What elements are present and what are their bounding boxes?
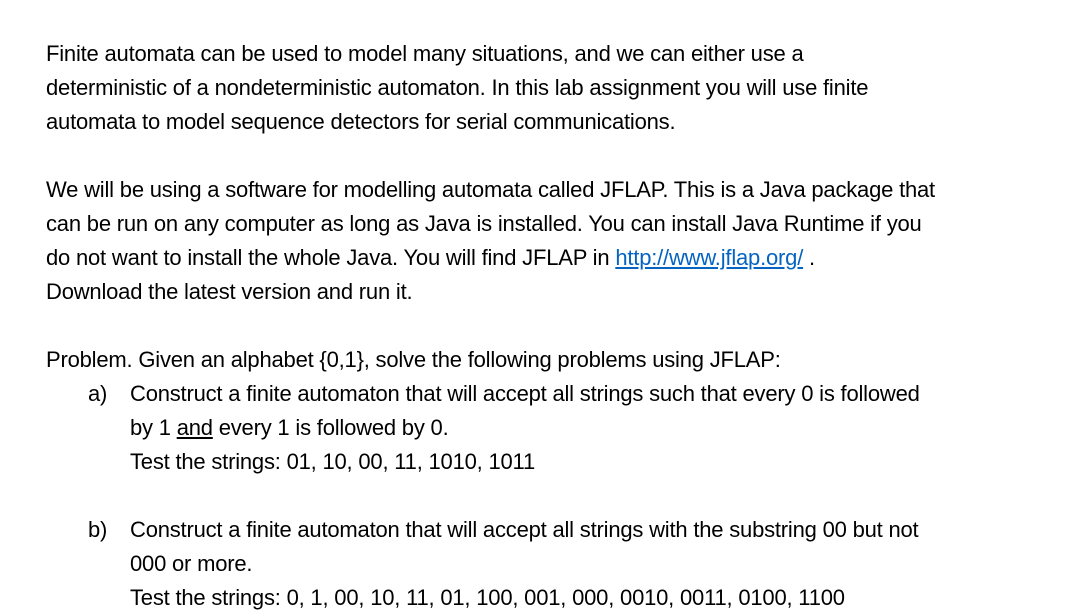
problem-item-a: a) Construct a finite automaton that wil…	[46, 377, 1072, 479]
link-prefix-text: do not want to install the whole Java. Y…	[46, 245, 616, 270]
jflap-website-link[interactable]: http://www.jflap.org/	[615, 245, 804, 270]
paragraph-line: Finite automata can be used to model man…	[46, 41, 804, 66]
item-a-line-with-underline: by 1 and every 1 is followed by 0.	[130, 411, 1072, 445]
paragraph-line: Download the latest version and run it.	[46, 279, 413, 304]
paragraph-line: can be run on any computer as long as Ja…	[46, 211, 922, 236]
item-a-line2-after: every 1 is followed by 0.	[212, 415, 449, 440]
problem-item-b: b) Construct a finite automaton that wil…	[46, 513, 1072, 615]
paragraph-line: We will be using a software for modellin…	[46, 177, 935, 202]
item-a-line: Construct a finite automaton that will a…	[130, 381, 920, 406]
paragraph-line: automata to model sequence detectors for…	[46, 109, 676, 134]
intro-paragraph: Finite automata can be used to model man…	[46, 37, 1072, 139]
paragraph-line: deterministic of a nondeterministic auto…	[46, 75, 869, 100]
jflap-paragraph: We will be using a software for modellin…	[46, 173, 1072, 309]
item-a-body: Construct a finite automaton that will a…	[130, 377, 1072, 479]
problem-section: Problem. Given an alphabet {0,1}, solve …	[46, 343, 1072, 615]
problem-intro: Problem. Given an alphabet {0,1}, solve …	[46, 347, 781, 372]
item-b-line: 000 or more.	[130, 551, 253, 576]
item-a-test-strings: Test the strings: 01, 10, 00, 11, 1010, …	[130, 449, 535, 474]
item-b-body: Construct a finite automaton that will a…	[130, 513, 1072, 615]
item-a-line2-before: by 1	[130, 415, 177, 440]
list-marker-a: a)	[88, 381, 108, 406]
item-b-test-strings: Test the strings: 0, 1, 00, 10, 11, 01, …	[130, 585, 845, 610]
link-suffix-text: .	[803, 245, 815, 270]
paragraph-line-with-link: do not want to install the whole Java. Y…	[46, 241, 1072, 275]
list-marker-b: b)	[88, 517, 108, 542]
underlined-and: and	[176, 415, 213, 440]
item-b-line: Construct a finite automaton that will a…	[130, 517, 919, 542]
